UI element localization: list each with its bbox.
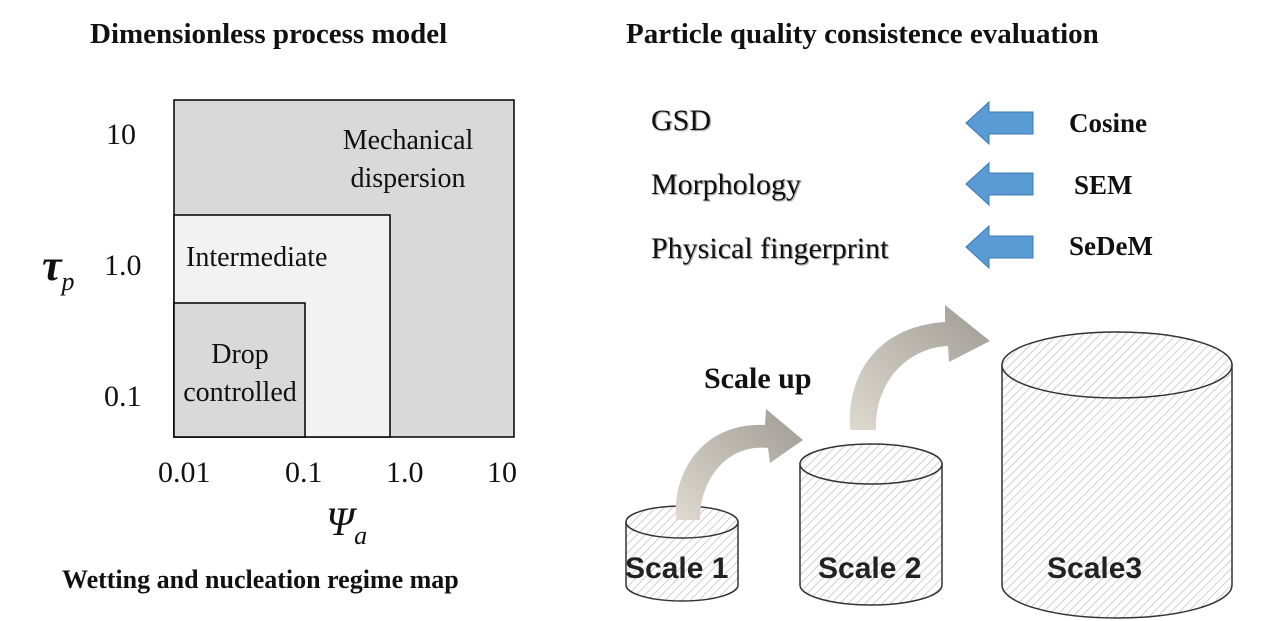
property-gsd: GSD xyxy=(651,104,712,137)
drop-line2: controlled xyxy=(183,377,297,408)
mechanical-dispersion-label: Mechanical dispersion xyxy=(318,122,498,198)
y-tick-0-1: 0.1 xyxy=(104,380,142,413)
x-tick-1: 1.0 xyxy=(386,456,424,489)
cylinder-scale-1 xyxy=(625,505,739,602)
method-sem: SEM xyxy=(1074,170,1133,200)
drop-line1: Drop xyxy=(211,339,269,370)
x-axis-symbol: Ψ xyxy=(326,499,355,544)
x-tick-10: 10 xyxy=(487,456,517,489)
y-axis-subscript: p xyxy=(61,266,75,296)
region-drop-controlled xyxy=(173,302,306,438)
x-tick-0-01: 0.01 xyxy=(158,456,211,489)
cylinder-scale-2 xyxy=(799,443,943,606)
left-panel-title: Dimensionless process model xyxy=(90,18,448,50)
y-axis-symbol: τ xyxy=(42,241,62,290)
arrow-left-icon-morphology xyxy=(965,161,1034,207)
x-tick-0-1: 0.1 xyxy=(285,456,323,489)
y-axis-label: τp xyxy=(42,240,75,297)
x-axis-label: Ψa xyxy=(326,498,367,551)
drop-controlled-label: Drop controlled xyxy=(172,336,308,412)
method-cosine: Cosine xyxy=(1069,108,1148,138)
curved-arrow-icon-scale2-to-3 xyxy=(849,305,990,430)
scale-3-label: Scale3 xyxy=(1047,552,1143,585)
cylinder-scale-3 xyxy=(1001,331,1233,619)
y-tick-10: 10 xyxy=(106,118,136,151)
property-morphology: Morphology xyxy=(651,168,801,201)
y-tick-1: 1.0 xyxy=(104,249,142,282)
x-axis-subscript: a xyxy=(354,521,368,550)
property-physical-fingerprint: Physical fingerprint xyxy=(651,232,889,265)
mechanical-line1: Mechanical xyxy=(342,125,474,156)
method-sedem: SeDeM xyxy=(1069,231,1153,261)
mechanical-line2: dispersion xyxy=(350,163,466,194)
scale-up-label: Scale up xyxy=(704,362,812,395)
arrow-left-icon-gsd xyxy=(965,100,1034,146)
intermediate-label: Intermediate xyxy=(186,242,328,273)
right-panel-title: Particle quality consistence evaluation xyxy=(626,18,1099,50)
left-panel-caption: Wetting and nucleation regime map xyxy=(62,565,459,594)
scale-1-label: Scale 1 xyxy=(625,552,729,585)
arrow-left-icon-physical-fingerprint xyxy=(965,224,1034,270)
scale-2-label: Scale 2 xyxy=(818,552,922,585)
curved-arrow-icon-scale1-to-2 xyxy=(675,409,803,520)
